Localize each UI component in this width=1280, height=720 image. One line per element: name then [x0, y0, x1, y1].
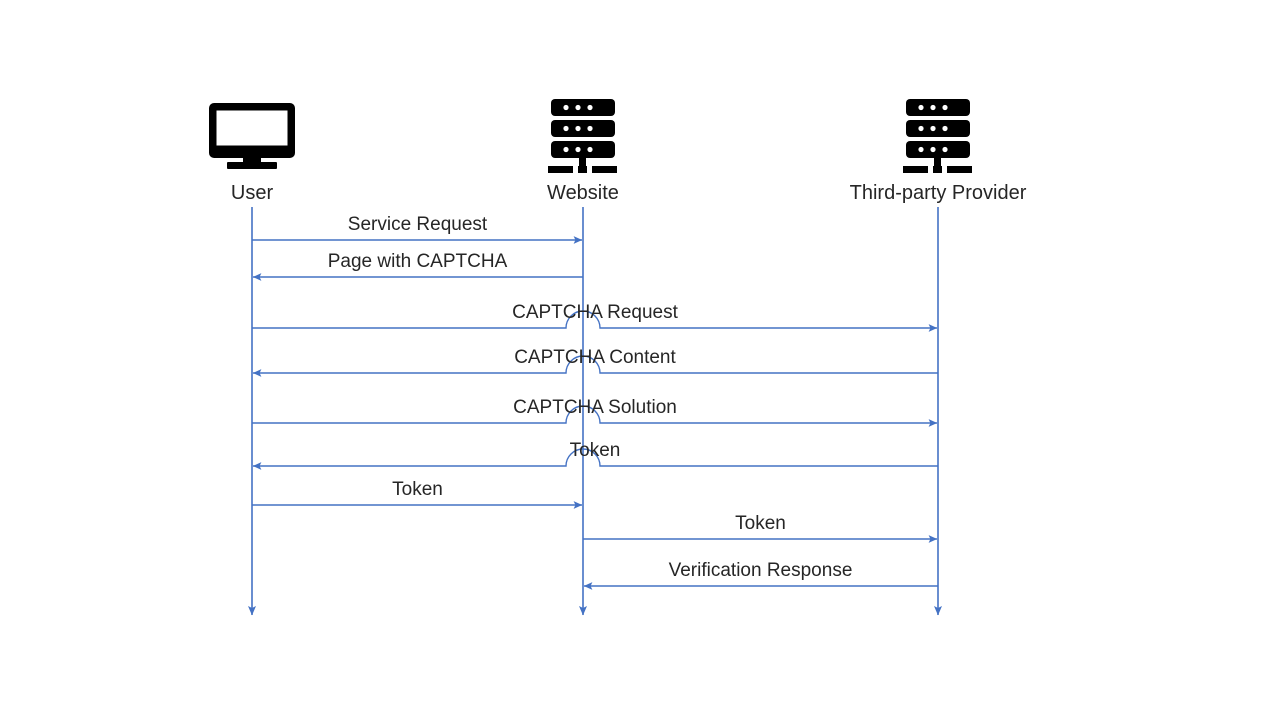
actor-icon-provider	[903, 99, 972, 173]
actor-label-provider: Third-party Provider	[850, 182, 1027, 204]
message-arrow	[252, 405, 938, 427]
message-1: Service Request	[252, 214, 583, 244]
message-4: CAPTCHA Content	[252, 347, 938, 377]
actor-icon-user	[209, 103, 295, 169]
message-6: Token	[252, 440, 938, 470]
message-8: Token	[583, 513, 938, 543]
message-2: Page with CAPTCHA	[252, 251, 583, 281]
monitor-icon	[209, 103, 295, 169]
message-label: CAPTCHA Request	[512, 302, 679, 323]
message-arrow	[252, 448, 938, 470]
message-arrow	[252, 310, 938, 332]
message-label: Page with CAPTCHA	[328, 251, 508, 272]
message-label: Token	[570, 440, 621, 461]
message-label: Token	[735, 513, 786, 534]
actor-label-website: Website	[547, 182, 619, 204]
message-label: Token	[392, 479, 443, 500]
message-label: Service Request	[348, 214, 488, 235]
message-3: CAPTCHA Request	[252, 302, 938, 332]
message-9: Verification Response	[583, 560, 938, 590]
message-label: Verification Response	[669, 560, 853, 581]
message-label: CAPTCHA Solution	[513, 397, 677, 418]
message-5: CAPTCHA Solution	[252, 397, 938, 427]
server-icon	[903, 99, 972, 173]
actor-label-user: User	[231, 182, 274, 204]
actor-icon-website	[548, 99, 617, 173]
message-label: CAPTCHA Content	[514, 347, 676, 368]
lifelines-group	[248, 207, 942, 616]
message-arrow	[252, 355, 938, 377]
message-7: Token	[252, 479, 583, 509]
server-icon	[548, 99, 617, 173]
